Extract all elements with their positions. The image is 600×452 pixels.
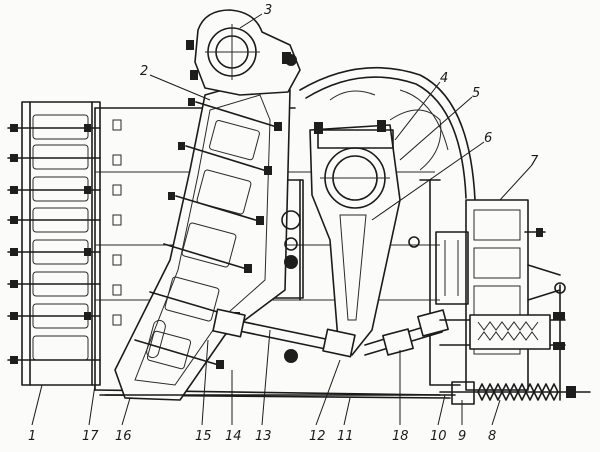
callout-1: 1 xyxy=(28,429,36,444)
callout-18: 18 xyxy=(392,429,409,444)
callout-12: 12 xyxy=(309,429,326,444)
callout-14: 14 xyxy=(225,429,242,444)
callout-6: 6 xyxy=(484,131,492,146)
callout-7: 7 xyxy=(530,154,539,169)
frame-bosses xyxy=(281,54,420,363)
adjustment-wedge-block xyxy=(435,199,561,391)
callout-8: 8 xyxy=(488,429,496,444)
callout-4: 4 xyxy=(440,71,448,86)
callout-16: 16 xyxy=(115,429,132,444)
jaw-shaft-bearing xyxy=(186,9,301,96)
callout-numbers: 3 2 4 5 6 7 1 17 16 15 14 13 12 11 18 10… xyxy=(28,3,539,444)
swing-jaw xyxy=(114,77,291,401)
pitman-connecting-rod xyxy=(309,120,401,356)
callout-17: 17 xyxy=(82,429,99,444)
callout-2: 2 xyxy=(140,64,148,79)
front-toggle-plate xyxy=(212,308,356,358)
callout-9: 9 xyxy=(458,429,466,444)
callout-10: 10 xyxy=(430,429,447,444)
callout-11: 11 xyxy=(337,429,354,444)
callout-13: 13 xyxy=(255,429,272,444)
leader-lines xyxy=(31,13,533,426)
fixed-jaw-plate xyxy=(7,101,101,386)
callout-3: 3 xyxy=(264,3,272,18)
flywheel xyxy=(299,66,476,201)
tension-rod-spring xyxy=(439,282,591,405)
callout-15: 15 xyxy=(195,429,212,444)
callout-5: 5 xyxy=(472,86,480,101)
rear-toggle-plate xyxy=(364,309,449,356)
